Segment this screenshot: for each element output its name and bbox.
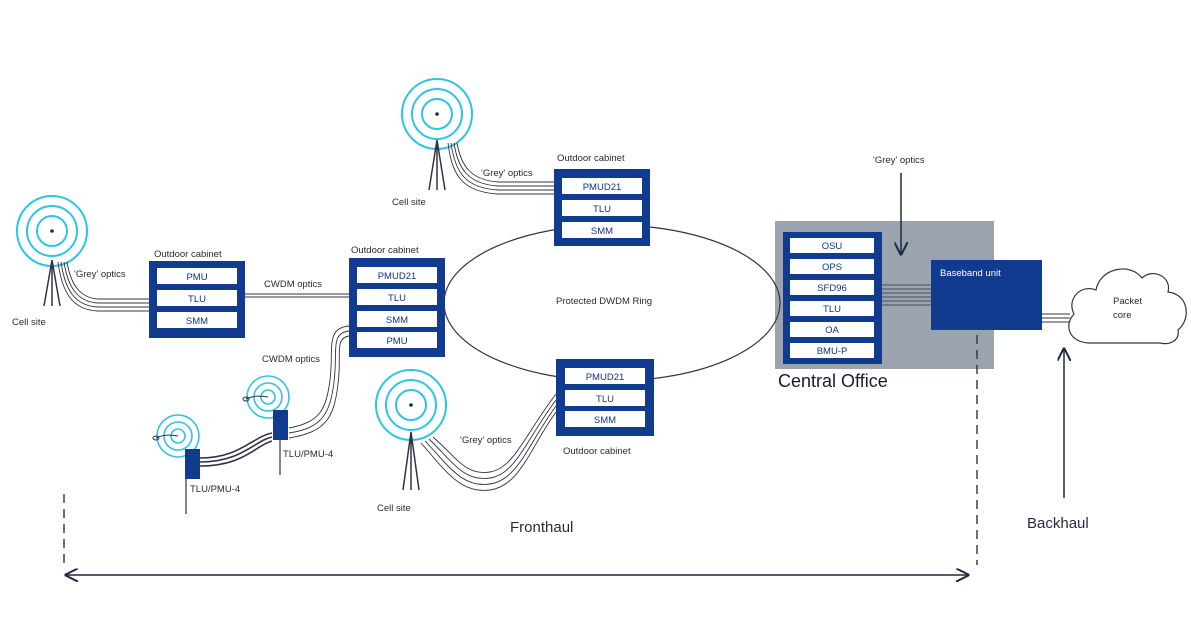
cabinet-bottom-module-2-label: TLU <box>596 394 614 405</box>
cabinet-middle-module-4 <box>357 332 437 348</box>
baseband-unit <box>931 260 1042 330</box>
baseband-unit-label: Baseband unit <box>940 268 1001 279</box>
outdoor-cabinet-label-middle: Outdoor cabinet <box>351 245 419 256</box>
cell-site-label-left: Cell site <box>12 317 46 328</box>
co-module-4 <box>790 301 874 316</box>
cabinet-bottom-module-3-label: SMM <box>594 415 616 426</box>
tlu-pmu4-label-2: TLU/PMU-4 <box>190 484 240 495</box>
co-module-5-label: OA <box>825 325 839 336</box>
cabinet-middle-module-1-label: PMUD21 <box>378 271 417 282</box>
cell-site-antenna-top <box>401 78 473 191</box>
co-module-4-label: TLU <box>823 304 841 315</box>
grey-optics-fiber-bottom <box>420 393 557 491</box>
co-module-3-label: SFD96 <box>817 283 847 294</box>
tlu-pmu4-unit-2 <box>185 449 200 479</box>
central-office-label: Central Office <box>778 371 888 391</box>
backhaul-label: Backhaul <box>1027 515 1089 532</box>
co-module-2 <box>790 259 874 274</box>
small-cell-antenna-1 <box>242 375 290 475</box>
cabinet-left-module-3 <box>157 312 237 328</box>
packet-core-label-2: core <box>1113 310 1131 321</box>
grey-optics-fiber-left <box>57 261 150 312</box>
cabinet-left-module-2-label: TLU <box>188 294 206 305</box>
central-office-rack <box>783 232 882 364</box>
cabinet-middle-module-3 <box>357 311 437 327</box>
outdoor-cabinet-label-top: Outdoor cabinet <box>557 153 625 164</box>
packet-core-cloud <box>1068 268 1187 345</box>
cabinet-top-module-2-label: TLU <box>593 204 611 215</box>
cell-site-antenna-left <box>16 195 88 307</box>
cabinet-left-module-3-label: SMM <box>186 316 208 327</box>
co-module-1 <box>790 238 874 253</box>
cabinet-top-module-3-label: SMM <box>591 226 613 237</box>
cabinet-left-module-1 <box>157 268 237 284</box>
ring-label: Protected DWDM Ring <box>556 296 652 307</box>
co-module-3 <box>790 280 874 295</box>
packet-core-label-1: Packet <box>1113 296 1142 307</box>
cabinet-middle-module-4-label: PMU <box>386 336 407 347</box>
grey-optics-label-left: 'Grey' optics <box>74 269 126 280</box>
tlu-pmu4-label-1: TLU/PMU-4 <box>283 449 333 460</box>
cabinet-middle-module-3-label: SMM <box>386 315 408 326</box>
co-module-6-label: BMU-P <box>817 346 848 357</box>
cabinet-top-module-2 <box>562 200 642 216</box>
grey-optics-label-bottom: 'Grey' optics <box>460 435 512 446</box>
outdoor-cabinet-label-left: Outdoor cabinet <box>154 249 222 260</box>
cabinet-top-module-1 <box>562 178 642 194</box>
cabinet-left-module-2 <box>157 290 237 306</box>
tlu-pmu4-unit-1 <box>273 410 288 440</box>
grey-optics-fiber-top <box>447 142 556 195</box>
outdoor-cabinet-label-bottom: Outdoor cabinet <box>563 446 631 457</box>
cabinet-bottom-module-1 <box>565 368 645 384</box>
fronthaul-label: Fronthaul <box>510 519 573 536</box>
cwdm-optics-label-top: CWDM optics <box>264 279 322 290</box>
grey-optics-label-top: 'Grey' optics <box>481 168 533 179</box>
cwdm-fiber-top <box>245 293 350 298</box>
grey-optics-label-co: 'Grey' optics <box>873 155 925 166</box>
cabinet-bottom-module-3 <box>565 411 645 427</box>
cabinet-bottom-module-1-label: PMUD21 <box>586 372 625 383</box>
co-module-6 <box>790 343 874 358</box>
baseband-to-core-fiber <box>1042 313 1070 323</box>
cabinet-bottom-module-2 <box>565 390 645 406</box>
cabinet-middle-module-2-label: TLU <box>388 293 406 304</box>
co-module-1-label: OSU <box>822 241 843 252</box>
cabinet-middle-module-1 <box>357 267 437 283</box>
cabinet-left-module-1-label: PMU <box>186 272 207 283</box>
co-module-5 <box>790 322 874 337</box>
cabinet-middle-module-2 <box>357 289 437 305</box>
cabinet-top-module-3 <box>562 222 642 238</box>
rack-to-baseband-fiber <box>882 284 931 306</box>
cwdm-fiber-lower-2 <box>199 432 273 467</box>
cell-site-label-top: Cell site <box>392 197 426 208</box>
cell-site-label-bottom: Cell site <box>377 503 411 514</box>
cwdm-fiber-lower <box>288 325 350 439</box>
co-module-2-label: OPS <box>822 262 842 273</box>
cell-site-antenna-bottom <box>375 369 447 491</box>
cabinet-top-module-1-label: PMUD21 <box>583 182 622 193</box>
cwdm-optics-label-lower: CWDM optics <box>262 354 320 365</box>
